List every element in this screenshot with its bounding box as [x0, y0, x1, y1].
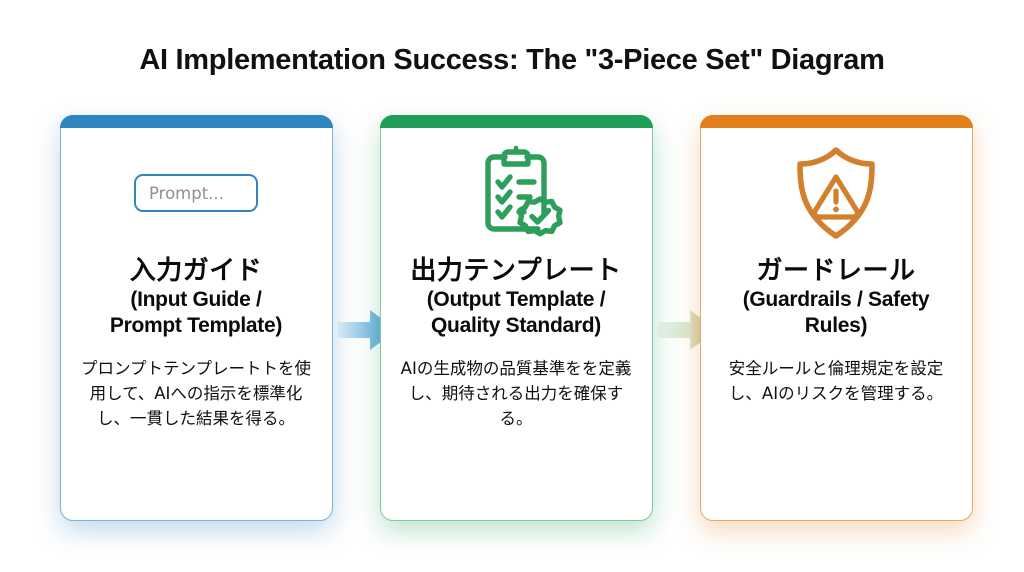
- card-heading-en-line2: Prompt Template): [109, 313, 283, 337]
- card-body-text: プロンプトテンプレートトを使用して、AIへの指示を標準化し、一貫した結果を得る。: [80, 359, 311, 428]
- card-heading-jp: ガードレール: [756, 256, 916, 286]
- card-body-text: 安全ルールと倫理規定を設定し、AIのリスクを管理する。: [728, 359, 944, 403]
- card-heading: 入力ガイド (Input Guide / Prompt Template): [109, 256, 283, 337]
- three-piece-card-row: Prompt... 入力ガイド (Input Guide / Prompt Te…: [59, 114, 973, 521]
- card-heading-jp: 入力ガイド: [129, 256, 263, 286]
- card-heading: 出力テンプレート (Output Template / Quality Stan…: [410, 256, 622, 337]
- card-heading-jp: 出力テンプレート: [410, 256, 622, 286]
- shield-warning-icon: [784, 129, 888, 257]
- card-heading-en-line2: Rules): [804, 313, 868, 337]
- card-accent-bar: [699, 114, 973, 128]
- card-heading-en-line1: (Input Guide /: [130, 288, 262, 312]
- card-guardrails[interactable]: ガードレール (Guardrails / Safety Rules) 安全ルール…: [699, 114, 973, 521]
- page-title: AI Implementation Success: The "3-Piece …: [139, 44, 885, 76]
- card-input-guide[interactable]: Prompt... 入力ガイド (Input Guide / Prompt Te…: [59, 114, 333, 521]
- card-accent-bar: [379, 114, 653, 128]
- card-output-template[interactable]: 出力テンプレート (Output Template / Quality Stan…: [379, 114, 653, 521]
- card-heading-en-line2: Quality Standard): [431, 313, 601, 337]
- clipboard-checklist-verified-icon: [464, 129, 568, 257]
- prompt-input-box-icon: Prompt...: [134, 129, 258, 257]
- card-heading: ガードレール (Guardrails / Safety Rules): [742, 256, 930, 337]
- card-body-text: AIの生成物の品質基準をを定義し、期待される出力を確保する。: [400, 359, 632, 428]
- card-accent-bar: [59, 114, 333, 128]
- card-heading-en-line1: (Guardrails / Safety: [742, 288, 930, 312]
- prompt-input-field[interactable]: Prompt...: [134, 174, 258, 212]
- prompt-placeholder-text: Prompt...: [149, 183, 224, 203]
- card-heading-en-line1: (Output Template /: [426, 288, 606, 312]
